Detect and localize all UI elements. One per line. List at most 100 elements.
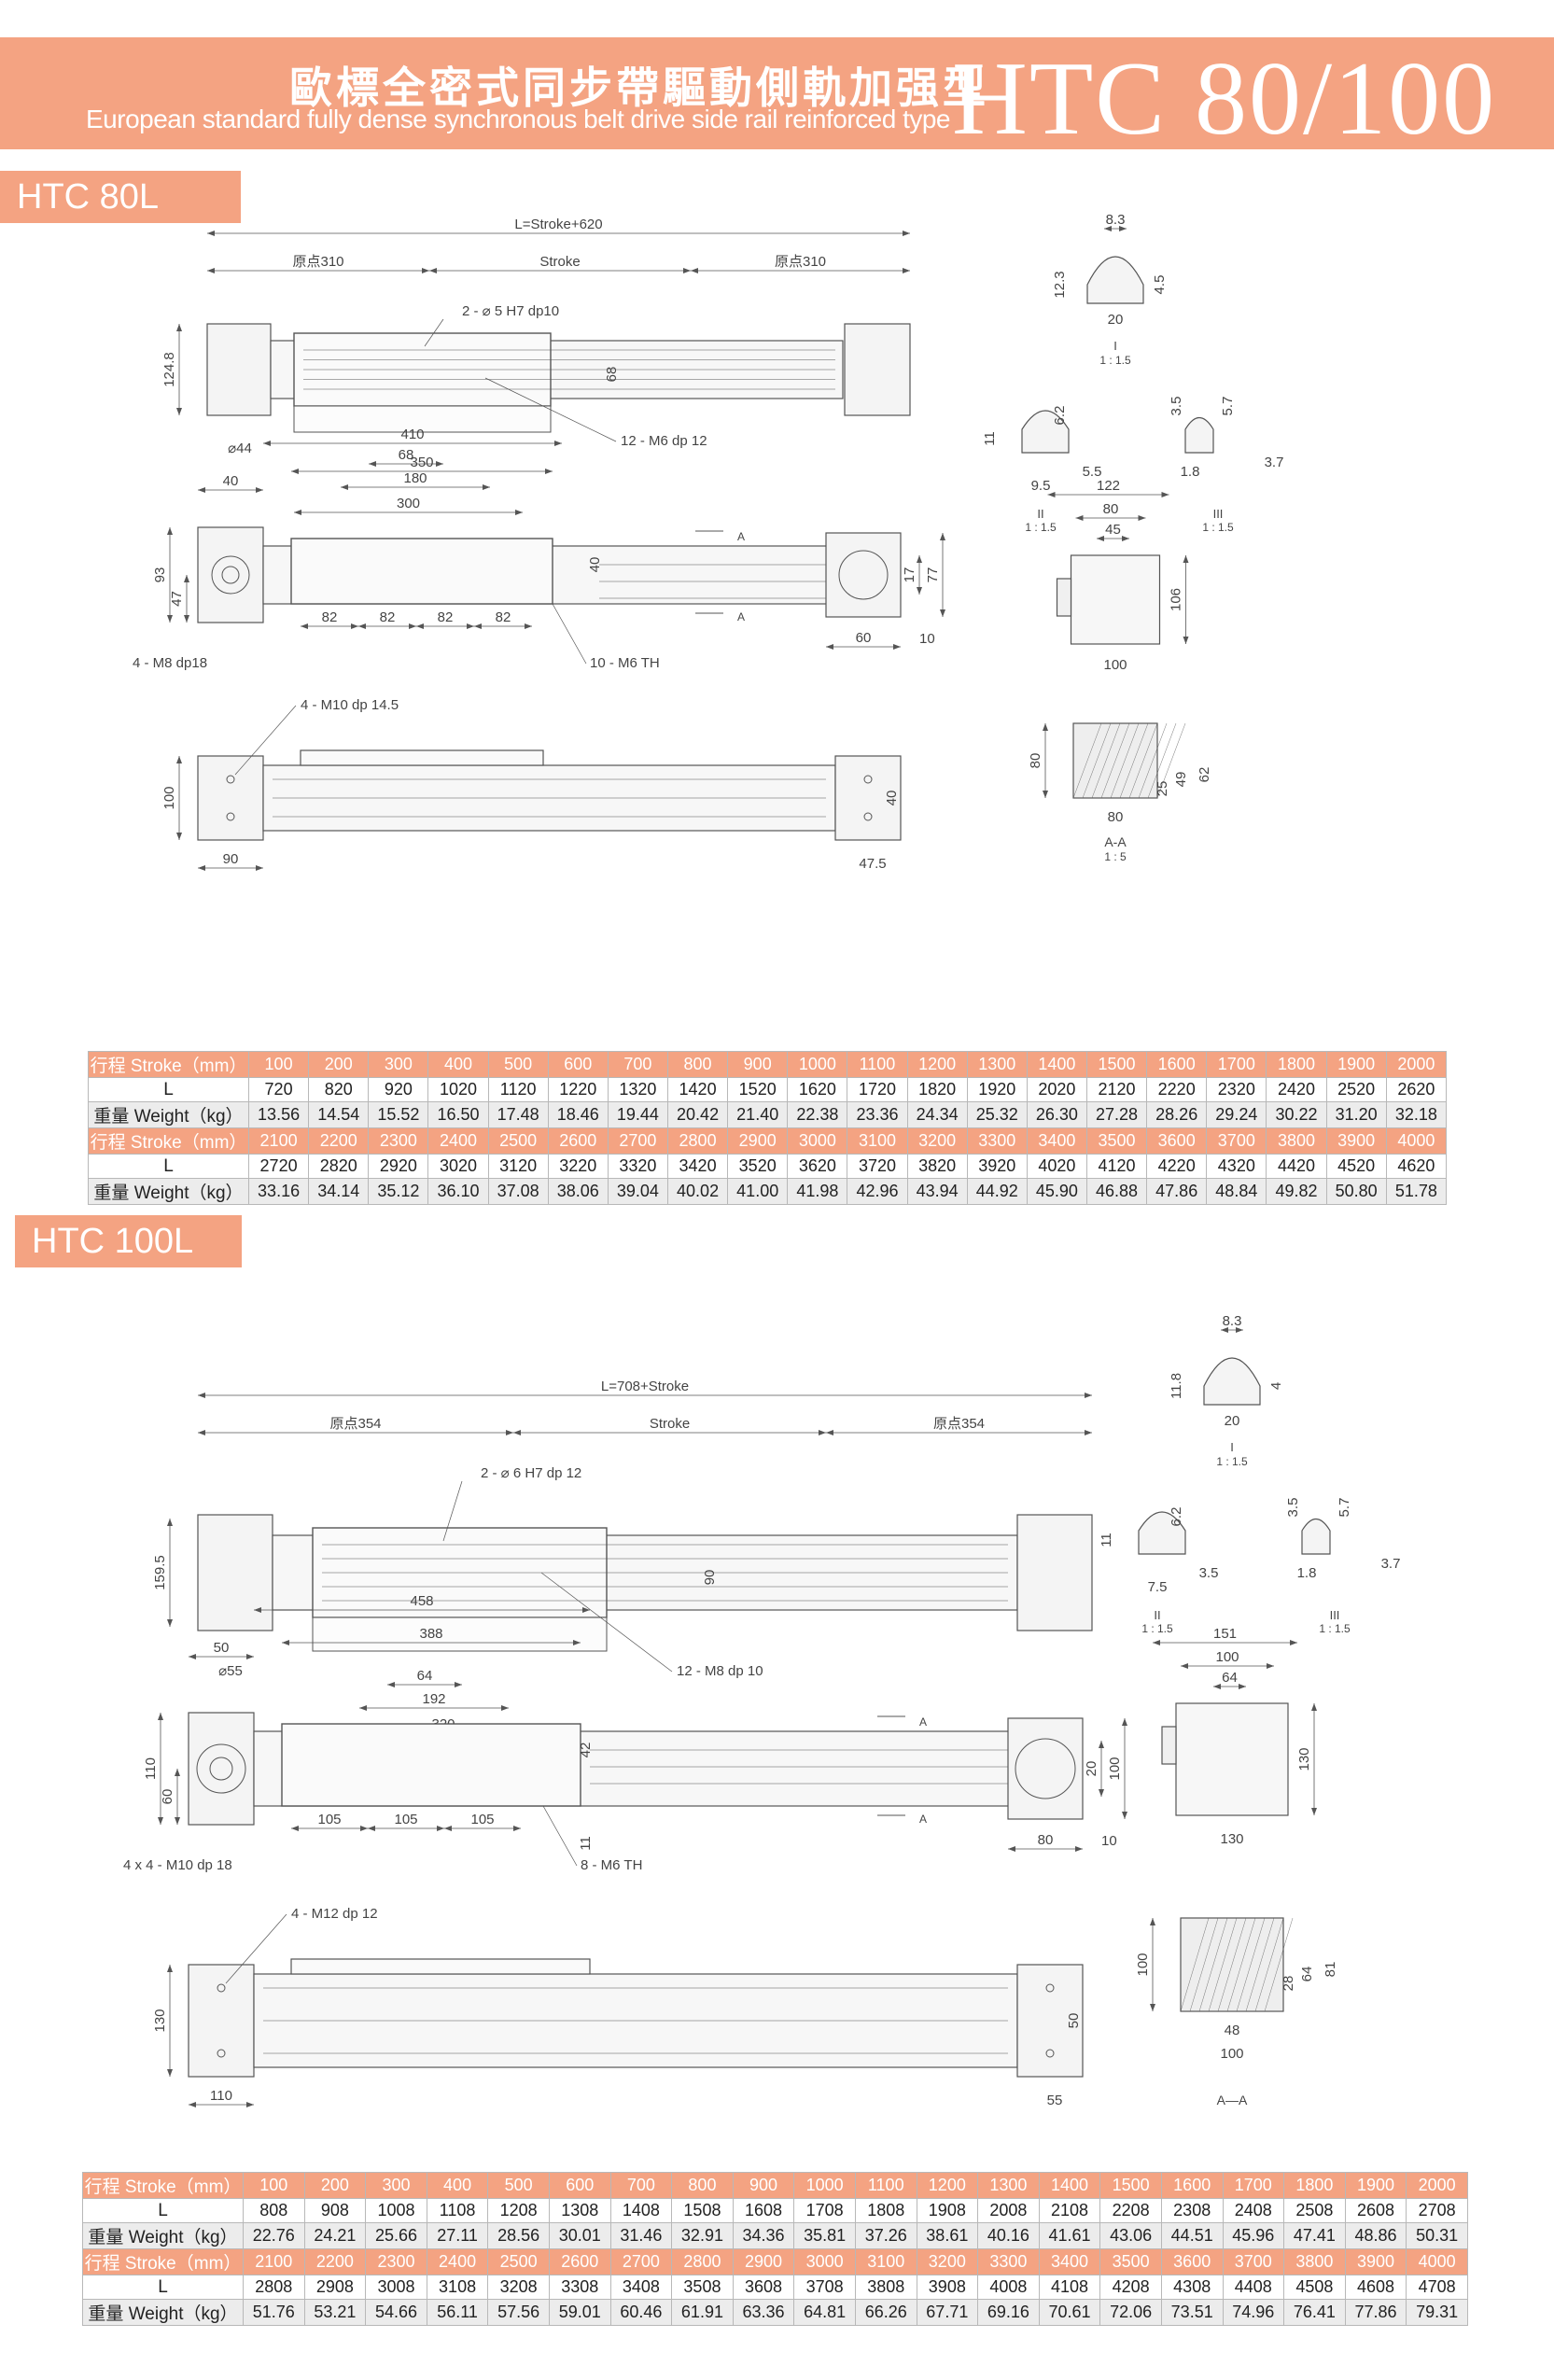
table-cell: 3820 bbox=[906, 1154, 968, 1179]
table-cell: 3000 bbox=[793, 2248, 856, 2275]
table-cell: 72.06 bbox=[1099, 2299, 1162, 2326]
dimension-label: 47 bbox=[169, 591, 185, 607]
table-cell: 2420 bbox=[1266, 1077, 1327, 1102]
table-cell: 41.98 bbox=[787, 1178, 848, 1205]
dimension-label: 9.5 bbox=[1031, 478, 1051, 494]
table-cell: 1200 bbox=[916, 2172, 979, 2199]
table-cell: 2608 bbox=[1344, 2198, 1407, 2223]
table-cell: 1008 bbox=[365, 2198, 427, 2223]
dimension-label: 7.5 bbox=[1148, 1579, 1168, 1595]
table-cell: 38.06 bbox=[547, 1178, 609, 1205]
dimension-label: 1 : 1.5 bbox=[1099, 354, 1131, 367]
table-cell: 1900 bbox=[1325, 1051, 1387, 1078]
dimension-label: 6.2 bbox=[1169, 1507, 1184, 1527]
table-cell: 4008 bbox=[977, 2275, 1040, 2300]
title-chinese: 歐標全密式同步帶驅動側軌加强型 bbox=[289, 63, 989, 113]
table-cell: 1700 bbox=[1222, 2172, 1285, 2199]
dimension-label: 17 bbox=[902, 567, 917, 583]
table-cell: 1120 bbox=[487, 1077, 549, 1102]
table-cell: 17.48 bbox=[487, 1101, 549, 1128]
dimension-label: 82 bbox=[322, 609, 338, 625]
table-cell: 3900 bbox=[1325, 1127, 1387, 1155]
dimension-label: 1 : 1.5 bbox=[1319, 1622, 1351, 1635]
table-cell: 44.92 bbox=[966, 1178, 1028, 1205]
dimension-label: 388 bbox=[419, 1626, 442, 1642]
dimension-label: 180 bbox=[403, 470, 427, 486]
dimension-label: 11 bbox=[1099, 1533, 1114, 1547]
table-cell: 1100 bbox=[854, 2172, 917, 2199]
dimension-label: 90 bbox=[702, 1570, 718, 1586]
table-cell: 3700 bbox=[1206, 1127, 1267, 1155]
table-cell: 3308 bbox=[548, 2275, 611, 2300]
table-cell: 920 bbox=[368, 1077, 429, 1102]
table-cell: 50.31 bbox=[1406, 2222, 1468, 2249]
dimension-label: 192 bbox=[422, 1691, 445, 1707]
table-cell: 1420 bbox=[666, 1077, 729, 1102]
table-cell: 76.41 bbox=[1283, 2299, 1346, 2326]
table-cell: 400 bbox=[426, 2172, 489, 2199]
dimension-label: II bbox=[1154, 1608, 1160, 1622]
dimension-label: 原点310 bbox=[292, 254, 343, 270]
section-label-htc80l: HTC 80L bbox=[0, 171, 241, 223]
table-cell: 34.36 bbox=[732, 2222, 795, 2249]
dimension-label: 42 bbox=[578, 1743, 594, 1758]
dimension-label: 2 - ⌀ 6 H7 dp 12 bbox=[481, 1465, 581, 1481]
table-cell: 59.01 bbox=[548, 2299, 611, 2326]
dimension-label: A-A bbox=[1104, 834, 1127, 849]
table-cell: 41.00 bbox=[727, 1178, 789, 1205]
dimension-label: 350 bbox=[410, 455, 433, 470]
dimension-label: 3.5 bbox=[1169, 397, 1184, 416]
dimension-label: 47.5 bbox=[859, 856, 886, 872]
dimension-label: 12 - M6 dp 12 bbox=[621, 433, 707, 449]
dimension-label: 10 bbox=[1101, 1833, 1117, 1849]
table-cell: 1300 bbox=[966, 1051, 1028, 1078]
table-cell: 800 bbox=[666, 1051, 729, 1078]
dimension-label: 100 bbox=[1220, 2046, 1243, 2062]
dimension-label: A—A bbox=[1217, 2093, 1248, 2107]
dimension-label: 300 bbox=[397, 496, 420, 511]
dimension-label: 40 bbox=[223, 473, 239, 489]
table-cell: 73.51 bbox=[1160, 2299, 1224, 2326]
table-cell: 61.91 bbox=[671, 2299, 734, 2326]
table-cell: 3708 bbox=[793, 2275, 856, 2300]
dimension-label: 1 : 1.5 bbox=[1141, 1622, 1173, 1635]
table-cell: 1520 bbox=[727, 1077, 789, 1102]
table-cell: 47.41 bbox=[1283, 2222, 1346, 2249]
table-cell: 2508 bbox=[1283, 2198, 1346, 2223]
table-cell: 4000 bbox=[1406, 2248, 1468, 2275]
table-cell: 56.11 bbox=[426, 2299, 489, 2326]
table-cell: 2020 bbox=[1026, 1077, 1087, 1102]
dimension-label: 80 bbox=[1038, 1832, 1054, 1848]
table-cell: 2600 bbox=[548, 2248, 611, 2275]
dimension-label: 4 - M8 dp18 bbox=[133, 655, 207, 671]
dimension-label: 60 bbox=[856, 630, 872, 646]
table-cell: 77.86 bbox=[1344, 2299, 1407, 2326]
table-cell: 600 bbox=[547, 1051, 609, 1078]
table-cell: 30.22 bbox=[1266, 1101, 1327, 1128]
table-cell: 1600 bbox=[1160, 2172, 1224, 2199]
table-cell: 74.96 bbox=[1222, 2299, 1285, 2326]
table-cell: 600 bbox=[548, 2172, 611, 2199]
table-cell: 3600 bbox=[1146, 1127, 1208, 1155]
dimension-label: 4 x 4 - M10 dp 18 bbox=[123, 1857, 232, 1873]
dimension-label: 60 bbox=[160, 1789, 175, 1805]
table-cell: 1220 bbox=[547, 1077, 609, 1102]
table-cell: 2100 bbox=[243, 2248, 305, 2275]
table-cell: 4320 bbox=[1206, 1154, 1267, 1179]
table-cell: 3620 bbox=[787, 1154, 848, 1179]
dimension-label: 20 bbox=[1084, 1761, 1099, 1777]
row-label: 行程 Stroke（mm） bbox=[82, 2248, 244, 2275]
dimension-label: 50 bbox=[1066, 2013, 1082, 2029]
table-cell: 15.52 bbox=[368, 1101, 429, 1128]
dimension-label: 3.5 bbox=[1199, 1565, 1219, 1581]
dimension-label: 4 - M12 dp 12 bbox=[291, 1906, 378, 1922]
table-cell: 2300 bbox=[368, 1127, 429, 1155]
dimension-label: 105 bbox=[470, 1812, 494, 1827]
table-cell: 2000 bbox=[1385, 1051, 1448, 1078]
table-cell: 20.42 bbox=[666, 1101, 729, 1128]
table-cell: 3720 bbox=[847, 1154, 908, 1179]
dimension-label: 12.3 bbox=[1052, 271, 1068, 298]
table-cell: 3600 bbox=[1160, 2248, 1224, 2275]
